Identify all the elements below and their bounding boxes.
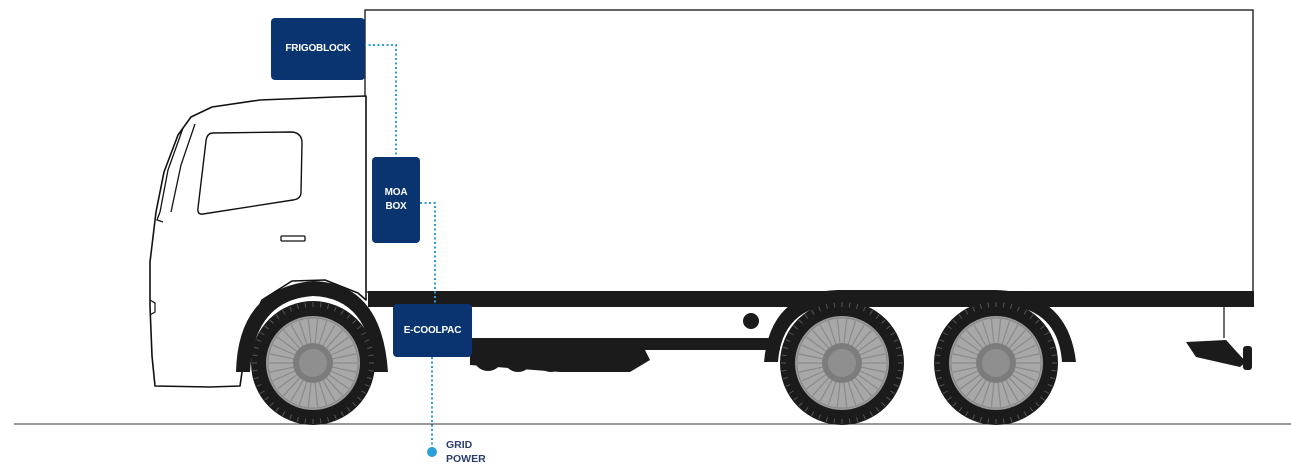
e-coolpac-label: E-COOLPAC (404, 324, 461, 338)
connector-frigoblock-moa (364, 45, 396, 158)
connector-moa-ecoolpac (420, 203, 435, 303)
moa-box-label: MOA BOX (385, 186, 408, 214)
frigoblock-block: FRIGOBLOCK (271, 18, 365, 80)
grid-power-dot (427, 447, 437, 457)
moa-box-block: MOA BOX (372, 157, 420, 243)
grid-power-label: GRID POWER (446, 438, 486, 466)
e-coolpac-block: E-COOLPAC (393, 304, 472, 357)
frigoblock-label: FRIGOBLOCK (285, 42, 350, 56)
